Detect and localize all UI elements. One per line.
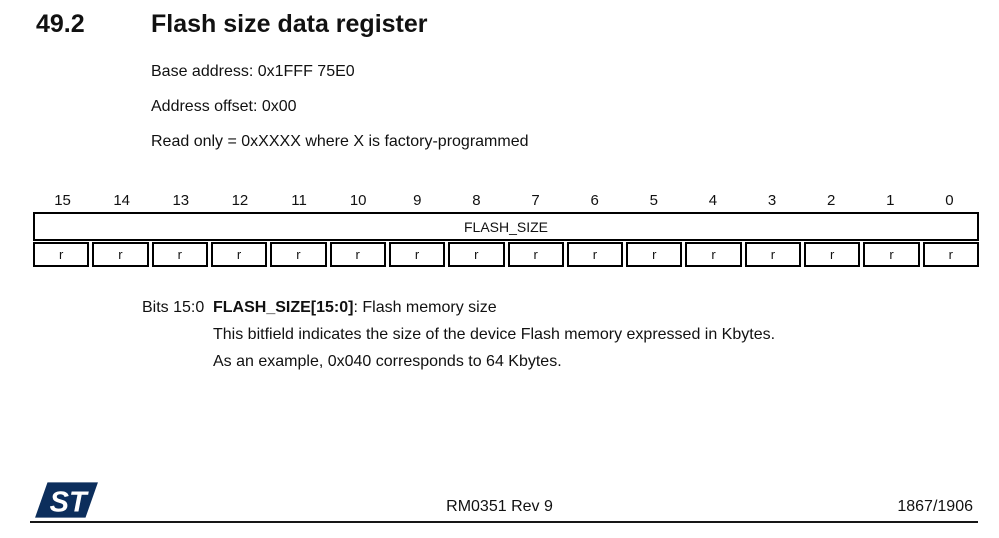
st-logo-icon: ST — [35, 482, 98, 518]
section-title: Flash size data register — [151, 10, 428, 38]
bit-label: 11 — [291, 192, 307, 209]
field-description-line3: As an example, 0x040 corresponds to 64 K… — [213, 353, 562, 370]
access-cell: r — [804, 242, 861, 267]
access-cell: r — [448, 242, 505, 267]
bit-label: 5 — [649, 192, 658, 209]
field-description-line2: This bitfield indicates the size of the … — [213, 326, 776, 343]
bit-label: 0 — [945, 192, 954, 209]
access-cell: r — [744, 242, 802, 267]
access-cell: r — [922, 242, 979, 267]
bit-label: 4 — [708, 192, 718, 209]
st-logo: ST — [33, 481, 100, 519]
bit-label: 8 — [472, 192, 481, 209]
field-name-rest: : Flash memory size — [353, 299, 497, 316]
access-cell: r — [626, 242, 683, 267]
bit-label: 6 — [590, 192, 599, 209]
bits-range-label: Bits 15:0 — [142, 299, 205, 316]
bit-label: 14 — [113, 192, 131, 209]
field-name-cell: FLASH_SIZE — [33, 212, 979, 241]
bit-label: 7 — [531, 192, 540, 209]
field-name-bold: FLASH_SIZE[15:0] — [213, 299, 354, 316]
svg-text:ST: ST — [50, 486, 89, 518]
access-cell: r — [270, 242, 327, 267]
bit-label: 1 — [886, 192, 895, 209]
access-cell: r — [329, 242, 386, 267]
access-row: r r r r r r r r r r r r r r r r — [33, 242, 979, 267]
address-offset-line: Address offset: 0x00 — [151, 98, 297, 115]
access-cell: r — [685, 242, 742, 267]
footer-doc-reference: RM0351 Rev 9 — [446, 498, 553, 515]
bit-label: 13 — [172, 192, 190, 209]
bit-label: 3 — [767, 192, 777, 209]
read-only-line: Read only = 0xXXXX where X is factory-pr… — [151, 133, 529, 150]
access-cell: r — [566, 242, 624, 267]
footer-page-number: 1867/1906 — [897, 498, 973, 515]
access-cell: r — [33, 242, 90, 267]
access-cell: r — [388, 242, 446, 267]
access-cell: r — [210, 242, 268, 267]
bit-number-row: 15 14 13 12 11 10 9 8 7 6 5 4 3 2 1 0 — [33, 191, 979, 210]
bit-label: 15 — [54, 192, 71, 209]
field-description-line1: FLASH_SIZE[15:0]: Flash memory size — [213, 294, 775, 321]
base-address-line: Base address: 0x1FFF 75E0 — [151, 63, 355, 80]
bit-label: 10 — [349, 192, 367, 209]
bit-field-description: FLASH_SIZE[15:0]: Flash memory size This… — [213, 294, 775, 375]
bit-label: 2 — [827, 192, 836, 209]
section-number: 49.2 — [36, 10, 85, 38]
footer-rule — [30, 521, 978, 523]
register-table: 15 14 13 12 11 10 9 8 7 6 5 4 3 2 1 0 FL… — [33, 191, 979, 267]
access-cell: r — [151, 242, 208, 267]
access-cell: r — [92, 242, 149, 267]
bit-label: 9 — [413, 192, 422, 209]
access-cell: r — [507, 242, 564, 267]
access-cell: r — [863, 242, 920, 267]
bit-label: 12 — [231, 192, 249, 209]
